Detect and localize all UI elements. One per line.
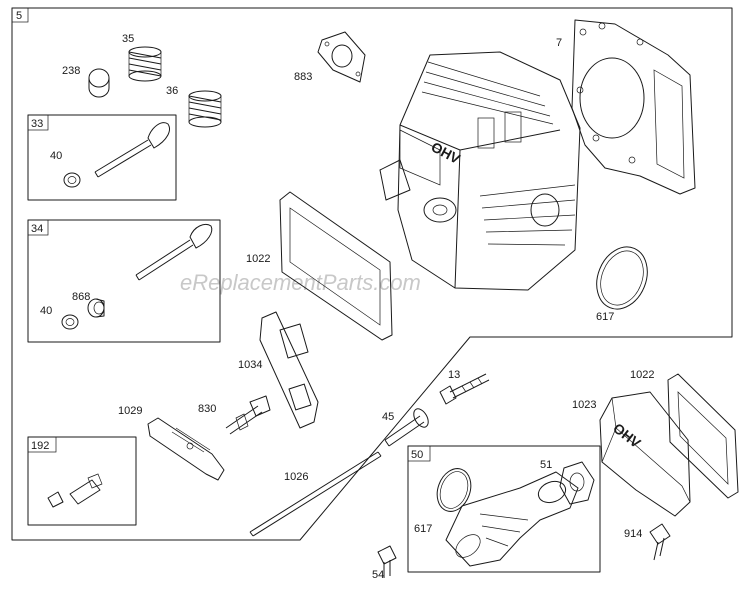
callout-238: 238 bbox=[62, 65, 80, 77]
part-238-valve-cap bbox=[88, 68, 110, 98]
part-40-retainer-b bbox=[61, 314, 79, 330]
callout-1023: 1023 bbox=[572, 399, 596, 411]
part-830-rocker-stud bbox=[225, 395, 271, 435]
part-868-valve-seal bbox=[87, 298, 105, 318]
callout-51: 51 bbox=[540, 459, 552, 471]
part-45-push-rod-guide bbox=[384, 408, 429, 447]
part-192-adjuster bbox=[47, 473, 103, 508]
part-1026-push-rod bbox=[249, 451, 382, 537]
box-33-label-frame bbox=[27, 114, 49, 131]
box-192 bbox=[27, 436, 137, 526]
main-box-label: 5 bbox=[16, 10, 22, 22]
main-box-border bbox=[11, 7, 733, 541]
main-box-label-frame bbox=[11, 7, 29, 23]
part-1022-rocker-cover-gasket-a bbox=[279, 191, 393, 341]
callout-1034: 1034 bbox=[238, 359, 262, 371]
box-33 bbox=[27, 114, 177, 201]
callout-13: 13 bbox=[448, 369, 460, 381]
box-50-label: 50 bbox=[411, 449, 423, 461]
part-33-exhaust-valve bbox=[94, 122, 170, 178]
callout-617-b: 617 bbox=[414, 523, 432, 535]
box-34-label-frame bbox=[27, 219, 49, 236]
part-36-valve-spring bbox=[188, 90, 222, 128]
box-50-label-frame bbox=[407, 445, 431, 462]
rocker-cover-cast-text: OHV bbox=[610, 420, 644, 452]
callout-617-a: 617 bbox=[596, 311, 614, 323]
part-7-cylinder-head-gasket bbox=[571, 19, 696, 195]
callout-36: 36 bbox=[166, 85, 178, 97]
box-33-label: 33 bbox=[31, 118, 43, 130]
part-35-valve-spring bbox=[128, 46, 162, 82]
part-914-screw bbox=[649, 523, 671, 561]
box-192-label: 192 bbox=[31, 440, 49, 452]
part-34-intake-valve bbox=[135, 223, 213, 281]
callout-35: 35 bbox=[122, 33, 134, 45]
callout-868: 868 bbox=[72, 291, 90, 303]
part-1029-rocker-arm bbox=[147, 417, 225, 481]
part-1034-breather bbox=[259, 311, 319, 429]
callout-45: 45 bbox=[382, 411, 394, 423]
part-883-exhaust-gasket bbox=[317, 31, 366, 83]
callout-830: 830 bbox=[198, 403, 216, 415]
part-40-retainer-a bbox=[63, 172, 81, 188]
box-192-label-frame bbox=[27, 436, 57, 453]
part-51-intake-gasket bbox=[559, 461, 595, 505]
callout-914: 914 bbox=[624, 528, 642, 540]
part-50-intake-manifold bbox=[445, 471, 579, 567]
callout-54: 54 bbox=[372, 569, 384, 581]
part-1022-rocker-cover-gasket-b bbox=[667, 373, 739, 499]
part-617-o-ring-a bbox=[596, 246, 648, 310]
callout-1026: 1026 bbox=[284, 471, 308, 483]
cylinder-head-cast-text: OHV bbox=[429, 139, 464, 168]
watermark: eReplacementParts.com bbox=[180, 270, 421, 295]
callout-40-b: 40 bbox=[40, 305, 52, 317]
callout-40-a: 40 bbox=[50, 150, 62, 162]
box-34 bbox=[27, 219, 221, 343]
part-1023-rocker-cover: OHV bbox=[599, 391, 691, 517]
box-50 bbox=[407, 445, 601, 573]
callout-883: 883 bbox=[294, 71, 312, 83]
callout-1029: 1029 bbox=[118, 405, 142, 417]
cylinder-head-assembly: OHV bbox=[379, 51, 581, 291]
part-617-o-ring-b bbox=[436, 468, 472, 512]
part-13-head-bolt bbox=[439, 373, 490, 405]
callout-7: 7 bbox=[556, 37, 562, 49]
callout-1022-a: 1022 bbox=[246, 253, 270, 265]
box-34-label: 34 bbox=[31, 223, 43, 235]
callout-1022-b: 1022 bbox=[630, 369, 654, 381]
callout-labels: 35 238 36 40 40 868 883 7 1022 617 1034 … bbox=[40, 33, 654, 581]
part-54-screw bbox=[377, 545, 397, 578]
